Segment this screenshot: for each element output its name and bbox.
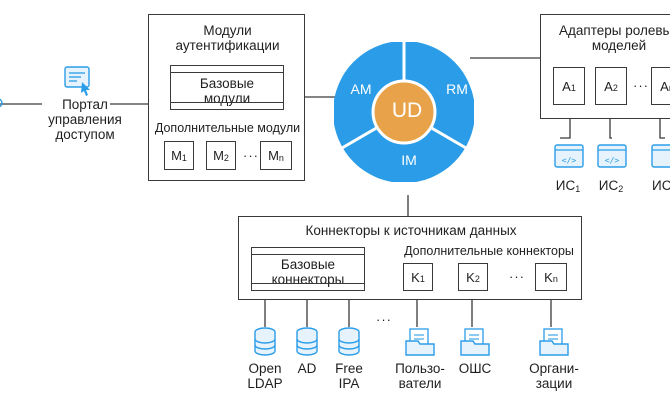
svg-text:</>: </> <box>605 156 620 165</box>
database-icon <box>254 327 276 356</box>
auth-modules-panel: Модули аутентификации Базовые модули Доп… <box>148 14 305 181</box>
source-users-label: Пользо- ватели <box>395 361 445 391</box>
adapters-panel: Адаптеры ролевых моделей A1 A2 ··· An <box>540 14 670 119</box>
folder-file-icon <box>460 328 490 356</box>
is-n-label: ИСn <box>652 178 670 193</box>
auth-base-label: Базовые модули <box>199 76 255 106</box>
source-orgs-label: Органи- зации <box>529 361 579 391</box>
source-ad-label: AD <box>297 361 317 376</box>
auth-extra-title: Дополнительные модули <box>154 121 301 135</box>
connectors-ellipsis: ··· <box>509 269 525 284</box>
database-icon <box>296 327 318 356</box>
rm-label: RM <box>446 81 468 97</box>
im-label: IM <box>401 152 417 168</box>
auth-base-modules: Базовые модули <box>170 65 284 110</box>
am-label: AM <box>350 81 372 97</box>
source-openldap-label: Open LDAP <box>247 361 283 391</box>
source-oshs-label: ОШС <box>458 361 492 376</box>
adapter-n: An <box>651 67 670 105</box>
connectors-extra-title: Дополнительные коннекторы <box>404 244 574 258</box>
connectors-base-label: Базовые коннекторы <box>271 257 345 287</box>
is-2-label: ИС2 <box>598 178 624 194</box>
adapters-title: Адаптеры ролевых моделей <box>559 23 670 53</box>
connectors-panel: Коннекторы к источникам данных Базовые к… <box>238 216 582 300</box>
adapters-ellipsis: ··· <box>633 78 649 93</box>
source-freeipa-label: Free IPA <box>335 361 363 391</box>
connectors-base: Базовые коннекторы <box>251 247 365 291</box>
folder-file-icon <box>405 328 435 356</box>
connectors-title: Коннекторы к источникам данных <box>305 223 517 238</box>
is-1-label: ИС1 <box>555 178 581 194</box>
portal-label: Портал управления доступом <box>48 97 122 142</box>
code-window-icon: </> <box>554 144 584 168</box>
database-icon <box>338 327 360 356</box>
auth-modules-ellipsis: ··· <box>243 148 259 163</box>
code-window-icon <box>651 144 670 168</box>
user-icon <box>0 98 3 108</box>
portal-icon <box>62 64 96 98</box>
core-label: UD <box>391 99 423 122</box>
core-circle <box>334 42 474 182</box>
sources-ellipsis: ··· <box>376 312 392 327</box>
code-window-icon: </> <box>597 144 627 168</box>
svg-text:</>: </> <box>562 156 577 165</box>
folder-file-icon <box>539 328 569 356</box>
auth-modules-title: Модули аутентификации <box>175 23 280 53</box>
